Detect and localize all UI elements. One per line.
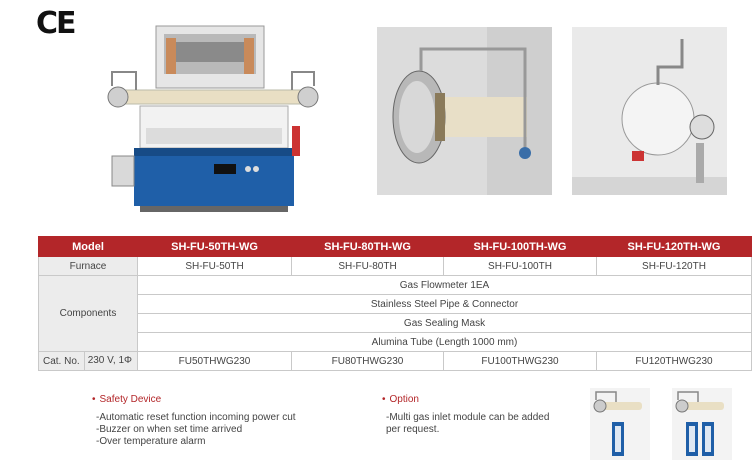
model-header-cell: SH-FU-80TH-WG: [291, 236, 444, 257]
safety-line: -Buzzer on when set time arrived: [96, 424, 243, 435]
component-cell: Gas Flowmeter 1EA: [137, 275, 752, 295]
furnace-cell: SH-FU-120TH: [596, 256, 752, 276]
furnace-cell: SH-FU-100TH: [443, 256, 597, 276]
gas-inlet-photo: [572, 27, 727, 195]
catno-cell: FU120THWG230: [596, 351, 752, 371]
model-header-cell: SH-FU-50TH-WG: [137, 236, 292, 257]
bullet-icon: •: [92, 394, 96, 405]
bullet-icon: •: [382, 394, 386, 405]
catno-cell: FU80THWG230: [291, 351, 444, 371]
tube-furnace-image: [107, 25, 319, 212]
furnace-cell: SH-FU-80TH: [291, 256, 444, 276]
furnace-cell: SH-FU-50TH: [137, 256, 292, 276]
option-list: -Multi gas inlet module can be added per…: [386, 412, 549, 436]
table-header-row: Model SH-FU-50TH-WG SH-FU-80TH-WG SH-FU-…: [38, 236, 752, 257]
spec-table: Model SH-FU-50TH-WG SH-FU-80TH-WG SH-FU-…: [38, 236, 752, 371]
option-title-text: Option: [389, 394, 419, 405]
safety-device-title: •Safety Device: [92, 394, 161, 405]
catno-label: Cat. No.: [43, 355, 80, 367]
flange-closeup-photo: [377, 27, 552, 195]
component-cell: Stainless Steel Pipe & Connector: [137, 294, 752, 314]
table-row-components: Alumina Tube (Length 1000 mm): [39, 332, 752, 352]
component-cell: Alumina Tube (Length 1000 mm): [137, 332, 752, 352]
safety-title-text: Safety Device: [99, 394, 162, 405]
voltage-label: 230 V, 1Φ: [83, 352, 132, 370]
table-row-catno: Cat. No. 230 V, 1Φ FU50THWG230 FU80THWG2…: [38, 351, 752, 371]
table-row-components: Gas Sealing Mask: [39, 313, 752, 333]
model-header-cell: SH-FU-100TH-WG: [443, 236, 597, 257]
catno-cell: FU50THWG230: [137, 351, 292, 371]
option-title: •Option: [382, 394, 419, 405]
furnace-label: Furnace: [38, 256, 138, 276]
option-thumbnail-2: [672, 388, 732, 460]
option-line: per request.: [386, 424, 440, 435]
safety-line: -Over temperature alarm: [96, 436, 206, 447]
option-thumbnail-1: [590, 388, 650, 460]
catno-label-cell: Cat. No. 230 V, 1Φ: [38, 351, 138, 371]
ce-mark: CE: [36, 6, 76, 41]
component-cell: Gas Sealing Mask: [137, 313, 752, 333]
safety-device-list: -Automatic reset function incoming power…: [96, 412, 296, 448]
model-header: Model: [38, 236, 138, 257]
catno-cell: FU100THWG230: [443, 351, 597, 371]
table-row-furnace: Furnace SH-FU-50TH SH-FU-80TH SH-FU-100T…: [38, 256, 752, 276]
model-header-cell: SH-FU-120TH-WG: [596, 236, 752, 257]
option-line: -Multi gas inlet module can be added: [386, 412, 550, 423]
components-label: Components: [38, 275, 138, 352]
safety-line: -Automatic reset function incoming power…: [96, 412, 296, 423]
table-row-components: Components Gas Flowmeter 1EA: [38, 275, 752, 352]
table-row-components: Stainless Steel Pipe & Connector: [39, 294, 752, 314]
